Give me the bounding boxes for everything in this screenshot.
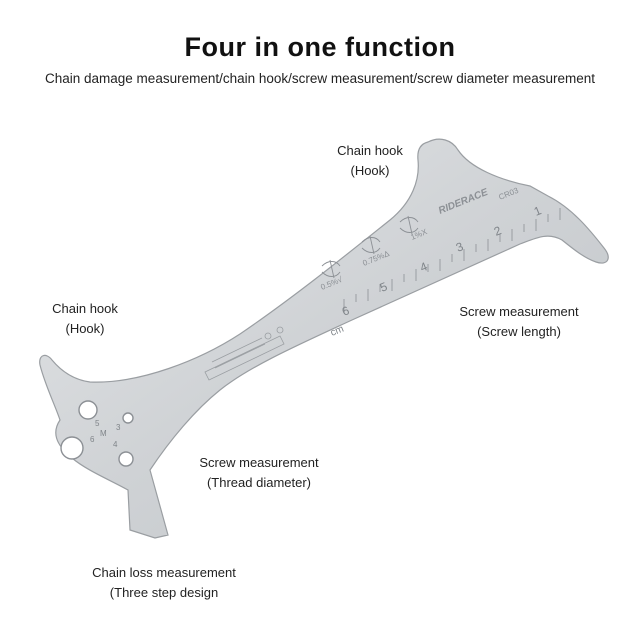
callout-chain-loss: Chain loss measurement (Three step desig… <box>76 563 252 603</box>
ruler-number: 6 <box>340 303 352 319</box>
callout-title: Screw measurement <box>459 304 579 319</box>
ruler-number: 1 <box>532 203 544 219</box>
hole-5mm <box>60 436 84 460</box>
ruler-ticks <box>343 208 561 311</box>
callout-screw-length: Screw measurement (Screw length) <box>446 302 592 342</box>
ruler-number: 5 <box>378 279 390 295</box>
callout-title: Chain loss measurement <box>92 565 236 580</box>
hole-label: 6 <box>90 435 95 444</box>
ruler-number: 3 <box>454 239 466 255</box>
callout-subtitle: (Hook) <box>65 321 105 336</box>
page-subtitle: Chain damage measurement/chain hook/scre… <box>45 71 595 86</box>
ruler-unit: cm <box>329 324 345 339</box>
hole-label: 3 <box>116 423 121 432</box>
callout-chain-hook-top: Chain hook (Hook) <box>322 141 418 181</box>
callout-subtitle: (Screw length) <box>477 324 561 339</box>
callout-thread-diameter: Screw measurement (Thread diameter) <box>186 453 332 493</box>
tool-body <box>39 138 609 539</box>
thread-holes <box>60 400 134 467</box>
hole-4mm <box>118 451 134 467</box>
hole-label: 5 <box>95 419 100 428</box>
callout-subtitle: (Thread diameter) <box>206 475 312 490</box>
callout-title: Screw measurement <box>199 455 319 470</box>
callout-chain-hook-left: Chain hook (Hook) <box>37 299 133 339</box>
callout-title: Chain hook <box>52 301 118 316</box>
ruler-number: 2 <box>492 223 504 239</box>
page-title: Four in one function <box>184 32 456 62</box>
ruler-number: 4 <box>418 259 430 275</box>
callout-subtitle: (Hook) <box>350 163 390 178</box>
hole-label: M <box>100 429 107 438</box>
wear-icon <box>321 259 341 279</box>
hole-6mm <box>78 400 98 420</box>
hole-label: 4 <box>113 440 118 449</box>
callout-subtitle: (Three step design <box>109 585 219 600</box>
hole-3mm <box>122 412 134 424</box>
callout-title: Chain hook <box>337 143 403 158</box>
chain-engraving-icon <box>204 326 285 381</box>
wear-icon <box>399 215 419 235</box>
wear-icon <box>361 235 381 255</box>
